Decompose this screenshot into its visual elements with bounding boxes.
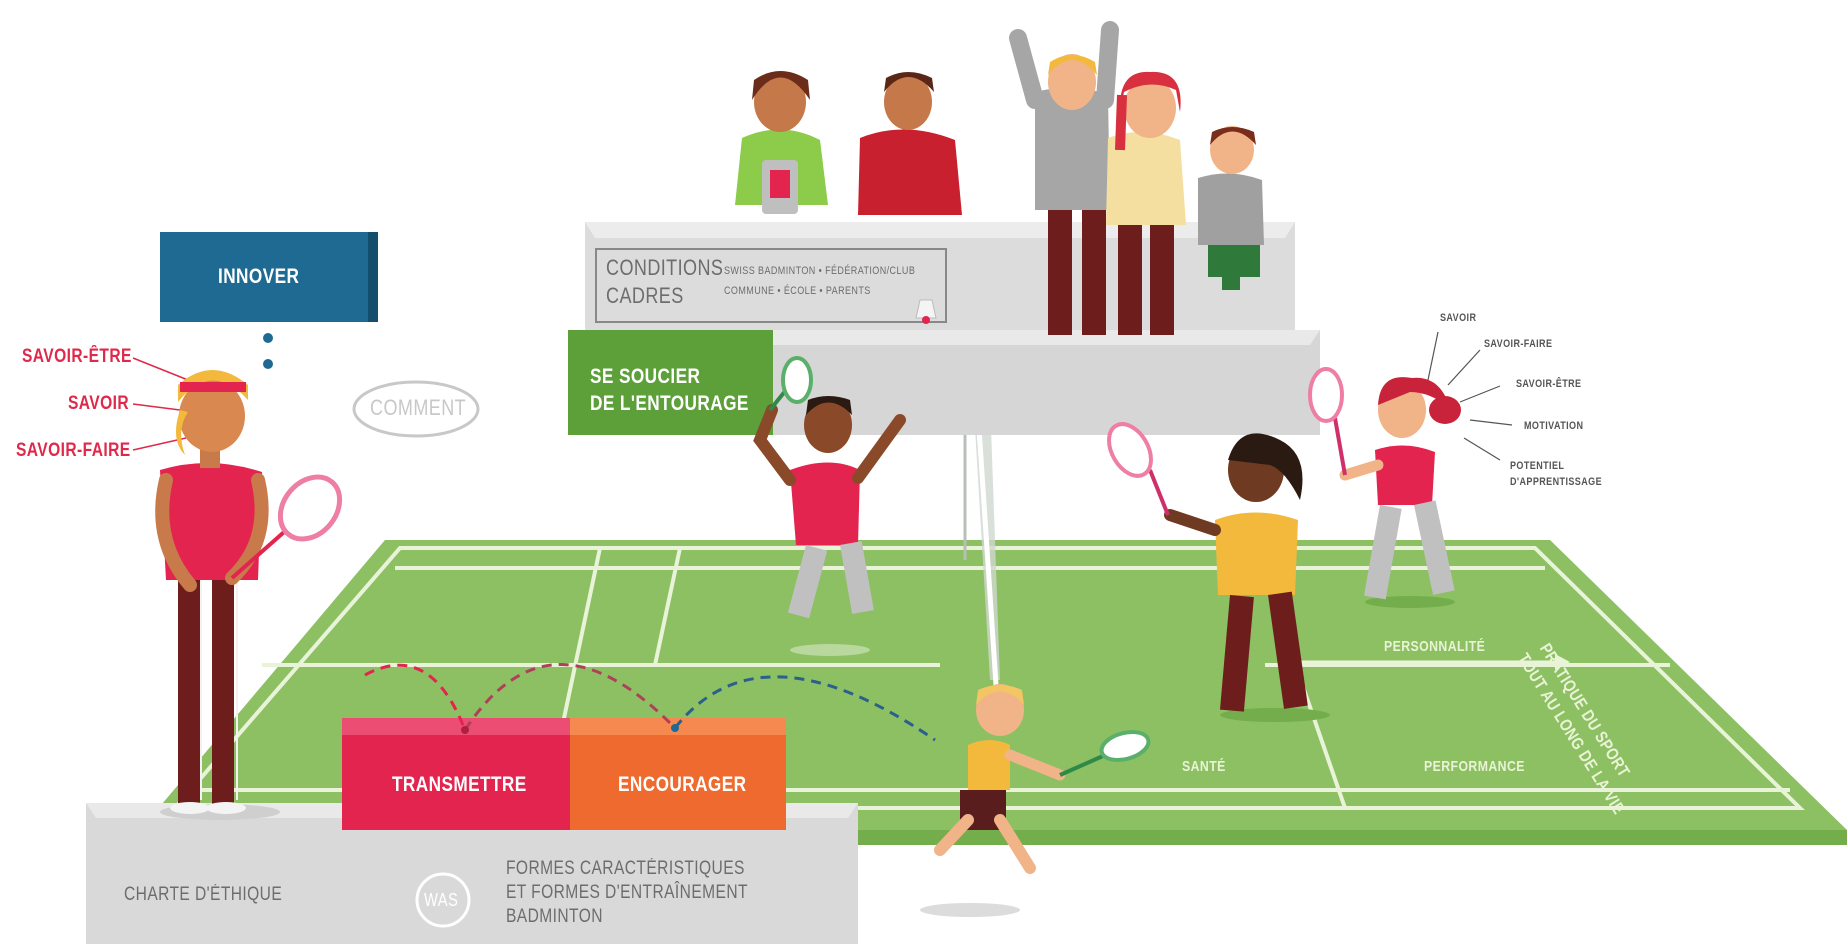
spectator-man: [858, 72, 962, 215]
player-label-potentiel: POTENTIEL: [1510, 460, 1565, 472]
entourage-box: [568, 330, 773, 435]
spectator-mother: [1106, 71, 1186, 335]
player-label-apprentissage: D'APPRENTISSAGE: [1510, 476, 1603, 488]
shuttle-trajectory: [364, 663, 936, 742]
player-girl-center: [1107, 422, 1330, 722]
comment-label: COMMENT: [370, 395, 467, 420]
entourage-line-2: DE L'ENTOURAGE: [590, 392, 749, 415]
court-arrow: [1290, 654, 1570, 670]
spectator-father: [1009, 21, 1119, 335]
player-child-running: [920, 684, 1151, 917]
player-jumping: [753, 356, 906, 656]
player-girl-right: [1308, 367, 1461, 608]
transmettre-block: [342, 718, 570, 830]
player-label-savoir-faire: SAVOIR-FAIRE: [1484, 338, 1553, 350]
comment-oval: [352, 380, 480, 438]
player-pointer-lines: [1427, 331, 1513, 461]
encourager-block: [570, 718, 786, 830]
thought-dot: [263, 359, 273, 369]
transmettre-label: TRANSMETTRE: [392, 773, 527, 796]
innover-label: INNOVER: [218, 265, 300, 288]
spectator-woman: [735, 71, 828, 214]
coach-figure: [155, 370, 343, 820]
formes-line-3: BADMINTON: [506, 906, 603, 927]
entourage-line-1: SE SOUCIER: [590, 365, 701, 388]
conditions-title-2: CADRES: [606, 283, 684, 308]
spectator-child: [1198, 126, 1264, 290]
player-label-savoir-etre: SAVOIR-ÊTRE: [1516, 378, 1582, 390]
formes-line-2: ET FORMES D'ENTRAÎNEMENT: [506, 882, 748, 903]
was-logo-text: WAS: [424, 890, 459, 910]
court-label-personnalite: PERSONNALITÉ: [1384, 638, 1486, 655]
charte-label: CHARTE D'ÉTHIQUE: [124, 884, 283, 905]
encourager-label: ENCOURAGER: [618, 773, 747, 796]
coach-label-savoir: SAVOIR: [68, 393, 130, 414]
player-label-savoir: SAVOIR: [1440, 312, 1477, 324]
was-logo: [415, 872, 471, 928]
conditions-sub-1: SWISS BADMINTON • FÉDÉRATION/CLUB: [724, 265, 916, 277]
conditions-sub-2: COMMUNE • ÉCOLE • PARENTS: [724, 285, 871, 297]
conditions-box-border: [595, 248, 947, 323]
coach-label-savoir-etre: SAVOIR-ÊTRE: [22, 346, 132, 367]
coach-label-savoir-faire: SAVOIR-FAIRE: [16, 440, 131, 461]
court-label-sante: SANTÉ: [1182, 758, 1226, 775]
player-label-motivation: MOTIVATION: [1524, 420, 1584, 432]
court-label-performance: PERFORMANCE: [1424, 758, 1525, 775]
conditions-title-1: CONDITIONS: [606, 255, 724, 280]
shuttlecock: [915, 299, 937, 324]
formes-line-1: FORMES CARACTÉRISTIQUES: [506, 858, 745, 879]
innover-box: [160, 232, 378, 322]
thought-dot: [263, 333, 273, 343]
